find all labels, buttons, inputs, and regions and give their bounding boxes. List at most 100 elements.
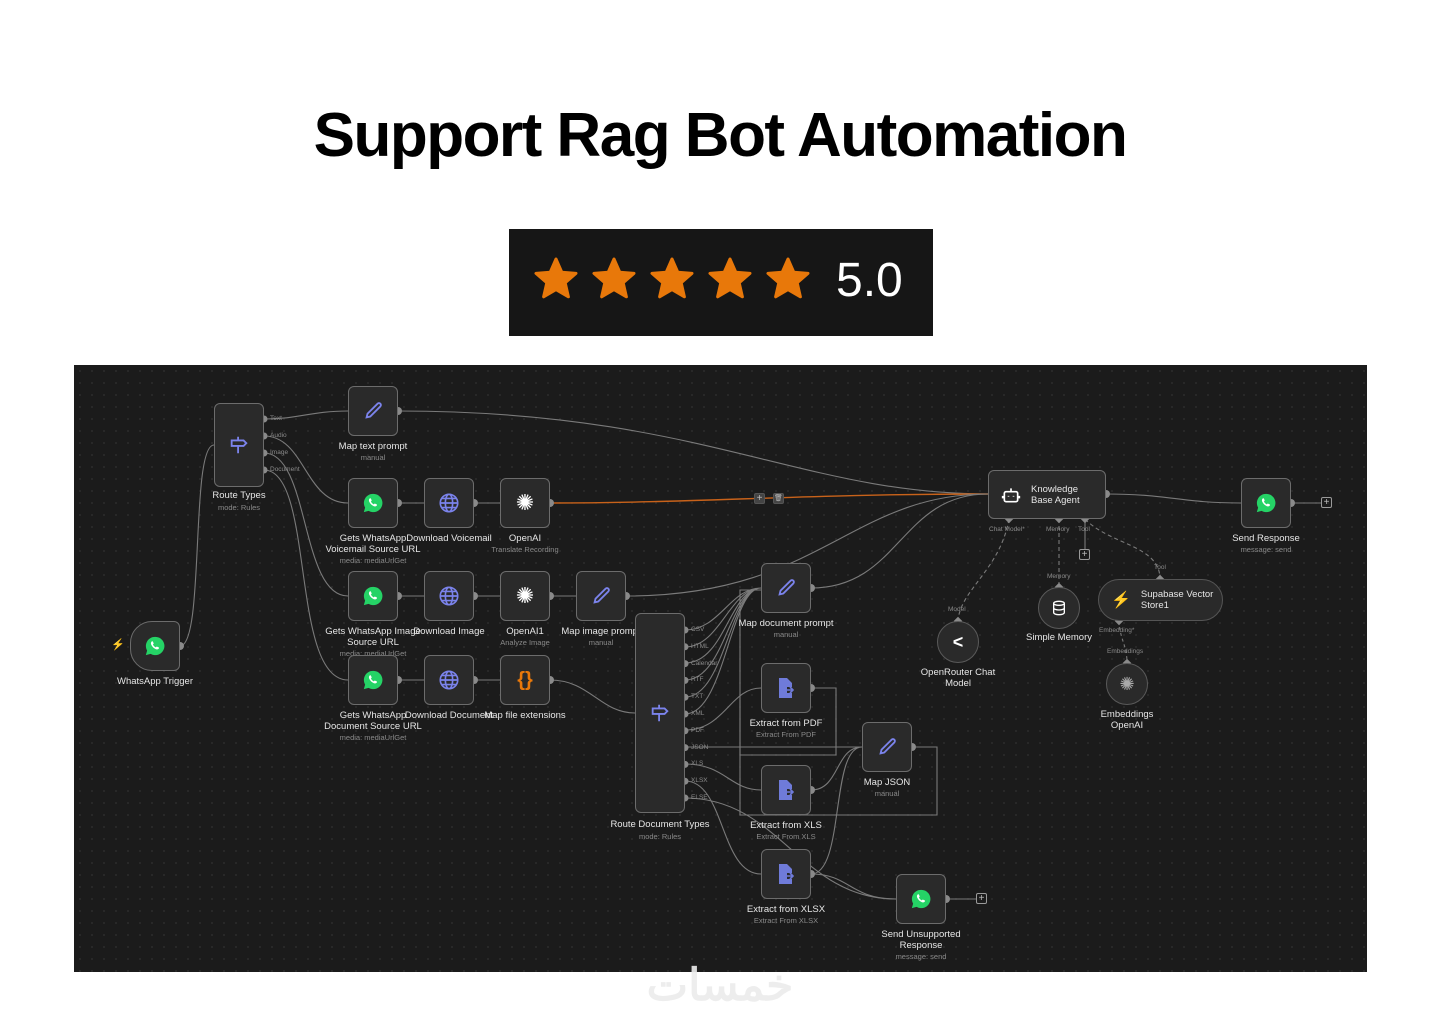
download-voicemail-node[interactable] bbox=[424, 478, 474, 528]
node-label: OpenAI1 bbox=[506, 626, 544, 637]
node-label: Base Agent bbox=[1031, 494, 1080, 506]
map-text-prompt-node[interactable] bbox=[348, 386, 398, 436]
edge bbox=[684, 587, 762, 715]
node-subtitle: media: mediaUrlGet bbox=[339, 649, 407, 658]
port-label: Chat Model* bbox=[989, 526, 1025, 533]
rating-score: 5.0 bbox=[836, 254, 903, 307]
download-image-node[interactable] bbox=[424, 571, 474, 621]
edge bbox=[810, 493, 989, 589]
port-label: Document bbox=[270, 466, 300, 473]
node-label: Map file extensions bbox=[484, 710, 566, 721]
edge bbox=[263, 410, 349, 420]
node-subtitle: mode: Rules bbox=[217, 503, 261, 512]
node-label: Download Image bbox=[413, 626, 485, 637]
get-image-url-node[interactable] bbox=[348, 571, 398, 621]
download-document-node[interactable] bbox=[424, 655, 474, 705]
edge bbox=[946, 502, 1321, 900]
add-node-on-edge-button[interactable]: + bbox=[754, 493, 765, 504]
edge bbox=[810, 746, 863, 875]
simple-memory-node[interactable] bbox=[1038, 587, 1080, 629]
openai-icon: ✺ bbox=[1119, 673, 1135, 694]
edge bbox=[684, 763, 762, 791]
port-label: XML bbox=[691, 710, 705, 717]
node-subtitle: media: mediaUrlGet bbox=[339, 733, 407, 742]
connections bbox=[176, 407, 1321, 903]
whatsapp-icon bbox=[145, 636, 165, 656]
star-icon bbox=[592, 257, 636, 299]
openai-analyze-image-node[interactable]: ✺ bbox=[500, 571, 550, 621]
port-label: CSV bbox=[691, 626, 705, 633]
node-label: Extract from XLS bbox=[750, 820, 822, 831]
node-subtitle: Extract From XLSX bbox=[753, 916, 819, 925]
add-tool-button[interactable]: + bbox=[1079, 549, 1090, 560]
whatsapp-icon bbox=[911, 889, 931, 909]
edge bbox=[263, 469, 349, 681]
whatsapp-trigger-node[interactable] bbox=[130, 621, 180, 671]
globe-icon bbox=[439, 586, 459, 606]
route-types-node[interactable] bbox=[214, 403, 264, 487]
edge bbox=[179, 444, 215, 647]
star-icon bbox=[650, 257, 694, 299]
map-document-prompt-node[interactable] bbox=[761, 563, 811, 613]
get-document-url-node[interactable] bbox=[348, 655, 398, 705]
pencil-icon bbox=[879, 738, 896, 755]
edge bbox=[549, 493, 989, 504]
star-icon bbox=[534, 257, 578, 299]
node-subtitle: mode: Rules bbox=[638, 832, 682, 841]
embeddings-openai-node[interactable]: ✺ bbox=[1106, 663, 1148, 705]
edge bbox=[684, 797, 897, 900]
whatsapp-icon bbox=[363, 586, 383, 606]
node-subtitle: manual bbox=[588, 638, 614, 647]
star-icon bbox=[708, 257, 752, 299]
add-node-button[interactable]: + bbox=[1321, 497, 1332, 508]
extract-xlsx-node[interactable] bbox=[761, 849, 811, 899]
node-subtitle: manual bbox=[360, 453, 386, 462]
send-unsupported-response-node[interactable] bbox=[896, 874, 946, 924]
node-label: Download Voicemail bbox=[406, 533, 492, 544]
map-file-extensions-node[interactable]: {} bbox=[500, 655, 550, 705]
port-label: Tool bbox=[1154, 564, 1166, 571]
node-label: Map JSON bbox=[863, 777, 911, 788]
extract-pdf-node[interactable] bbox=[761, 663, 811, 713]
map-image-prompt-node[interactable] bbox=[576, 571, 626, 621]
port-label: Calendar bbox=[691, 659, 718, 667]
node-subtitle: Extract From XLS bbox=[756, 832, 816, 841]
send-response-node[interactable] bbox=[1241, 478, 1291, 528]
port-label: Text bbox=[270, 415, 282, 422]
port-label: ELSE bbox=[691, 794, 708, 801]
pencil-icon bbox=[365, 402, 382, 419]
extract-xls-node[interactable] bbox=[761, 765, 811, 815]
node-label: Send Response bbox=[1232, 533, 1300, 544]
robot-icon bbox=[1001, 487, 1021, 502]
port-label: RTF bbox=[691, 676, 704, 684]
add-node-button[interactable]: + bbox=[976, 893, 987, 904]
map-json-node[interactable] bbox=[862, 722, 912, 772]
node-subtitle: message: send bbox=[895, 952, 947, 961]
edge bbox=[957, 518, 1010, 622]
openai-translate-node[interactable]: ✺ bbox=[500, 478, 550, 528]
port-label: PDF bbox=[691, 726, 704, 734]
workflow-canvas[interactable]: + 🗑 ⚡ WhatsApp Trigger Text Audio Image … bbox=[74, 365, 1367, 972]
port-label: HTML bbox=[691, 642, 709, 650]
code-braces-icon: {} bbox=[517, 668, 533, 691]
pencil-icon bbox=[778, 579, 795, 596]
port-label: Model bbox=[948, 606, 966, 613]
lightning-icon: ⚡ bbox=[111, 639, 125, 651]
port-label: Embedding* bbox=[1099, 627, 1135, 634]
port-label: Audio bbox=[270, 432, 287, 439]
delete-edge-button[interactable]: 🗑 bbox=[773, 493, 784, 504]
supabase-icon: ⚡ bbox=[1111, 592, 1131, 609]
route-document-types-node[interactable] bbox=[635, 613, 685, 813]
port-label: Image bbox=[270, 449, 289, 456]
get-voicemail-url-node[interactable] bbox=[348, 478, 398, 528]
node-label: Extract from XLSX bbox=[746, 904, 826, 915]
node-label: Simple Memory bbox=[1026, 632, 1092, 643]
openrouter-chat-model-node[interactable]: < bbox=[937, 621, 979, 663]
rating-badge: 5.0 bbox=[509, 229, 933, 336]
signpost-icon bbox=[651, 704, 669, 722]
node-subtitle: message: send bbox=[1240, 545, 1292, 554]
